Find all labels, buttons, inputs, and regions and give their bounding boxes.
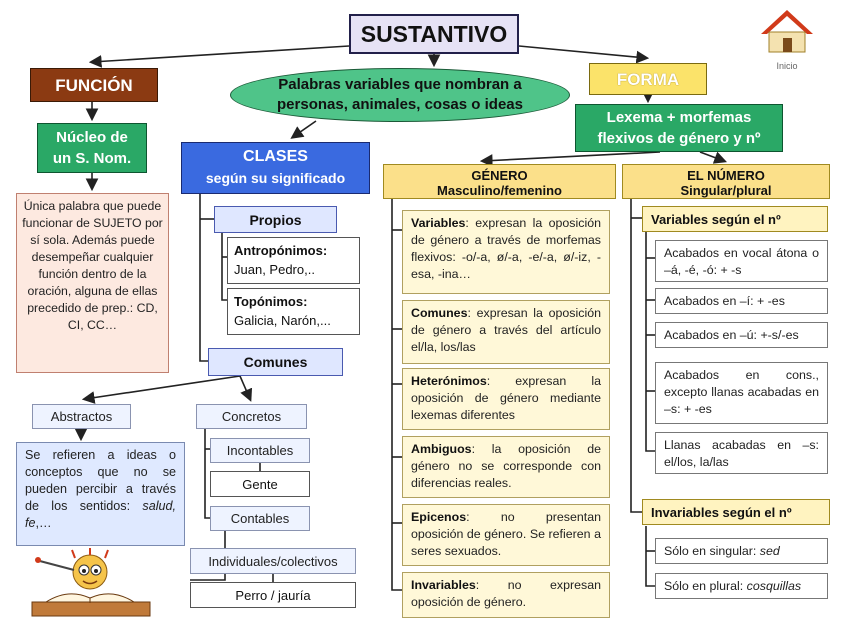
genero-title: GÉNERO [471,168,528,183]
numero-variables-heading: Variables según el nº [642,206,828,232]
abstractos-description: Se refieren a ideas o conceptos que no s… [16,442,185,546]
numero-rule-i: Acabados en –í: + -es [655,288,828,314]
house-icon [761,10,813,53]
genero-invariables-text: : no expresan oposición de género. [411,578,601,609]
numero-singular-example: sed [759,544,780,558]
clases-subtitle: según su significado [205,170,346,186]
definition-oval: Palabras variables que nombran a personas… [230,68,570,122]
lexema-box: Lexema + morfemas flexivos de género y nº [575,104,783,152]
forma-heading: FORMA [589,63,707,95]
numero-heading: EL NÚMERO Singular/plural [622,164,830,199]
abstractos-box: Abstractos [32,404,131,429]
toponimos-box: Topónimos: Galicia, Narón,... [227,288,360,335]
genero-epicenos-text: : no presentan oposición de género. Se r… [411,510,601,558]
abstractos-desc-text: Se refieren a ideas o conceptos que no s… [25,448,176,513]
nucleo-box: Núcleo de un S. Nom. [37,123,147,173]
clases-title: CLASES [243,148,308,165]
genero-subtitle: Masculino/femenino [437,183,562,198]
antroponimos-examples: Juan, Pedro,.. [234,262,315,277]
gente-box: Gente [210,471,310,497]
abstractos-desc-examples: salud, fe [25,499,176,530]
genero-epicenos-card: Epicenos: no presentan oposición de géne… [402,504,610,566]
home-label: Inicio [776,61,798,71]
genero-variables-text: : expresan la oposición de género a trav… [411,216,601,281]
genero-invariables-card: Invariables: no expresan oposición de gé… [402,572,610,618]
genero-heteronimos-text: : expresan la oposición de género median… [411,374,601,422]
genero-comunes-name: Comunes [411,306,468,320]
page-title: SUSTANTIVO [349,14,519,54]
genero-heteronimos-card: Heterónimos: expresan la oposición de gé… [402,368,610,430]
funcion-heading: FUNCIÓN [30,68,158,102]
numero-singular-box: Sólo en singular: sed [655,538,828,564]
lexema-line-1: Lexema + morfemas [606,109,752,126]
genero-variables-card: Variables: expresan la oposición de géne… [402,210,610,294]
numero-plural-box: Sólo en plural: cosquillas [655,573,828,599]
genero-ambiguos-card: Ambiguos: la oposición de género no se c… [402,436,610,498]
genero-epicenos-name: Epicenos [411,510,467,524]
incontables-box: Incontables [210,438,310,463]
lexema-line-2: flexivos de género y nº [597,130,761,147]
contables-box: Contables [210,506,310,531]
numero-rule-vocal: Acabados en vocal átona o –á, -é, -ó: + … [655,240,828,282]
numero-singular-text: Sólo en singular: [664,544,760,558]
genero-variables-name: Variables [411,216,466,230]
numero-rule-u: Acabados en –ú: +-s/-es [655,322,828,348]
definition-line-1: Palabras variables que nombran a [278,76,522,93]
propios-box: Propios [214,206,337,233]
abstractos-desc-ellipsis: ,… [35,516,52,530]
genero-heading: GÉNERO Masculino/femenino [383,164,616,199]
genero-comunes-card: Comunes: expresan la oposición de género… [402,300,610,364]
toponimos-examples: Galicia, Narón,... [234,313,331,328]
student-reading-illustration [31,548,151,617]
home-link[interactable]: Inicio [755,6,819,71]
comunes-box: Comunes [208,348,343,376]
clases-heading: CLASES según su significado [181,142,370,194]
individuales-box: Individuales/colectivos [190,548,356,574]
genero-ambiguos-name: Ambiguos [411,442,472,456]
genero-invariables-name: Invariables [411,578,476,592]
numero-rule-llanas: Llanas acabadas en –s: el/los, la/las [655,432,828,474]
definition-line-2: personas, animales, cosas o ideas [277,96,523,113]
funcion-description: Única palabra que puede funcionar de SUJ… [16,193,169,373]
concretos-box: Concretos [196,404,307,429]
perro-box: Perro / jauría [190,582,356,608]
numero-plural-text: Sólo en plural: [664,579,747,593]
antroponimos-box: Antropónimos: Juan, Pedro,.. [227,237,360,284]
nucleo-line-1: Núcleo de [56,129,128,146]
numero-invariables-heading: Invariables según el nº [642,499,830,525]
nucleo-line-2: un S. Nom. [52,150,132,167]
numero-subtitle: Singular/plural [680,183,772,198]
antroponimos-title: Antropónimos: [234,243,328,258]
genero-ambiguos-text: : la oposición de género no se correspon… [411,442,601,490]
toponimos-title: Topónimos: [234,294,308,309]
numero-rule-consonante: Acabados en cons., excepto llanas acabad… [655,362,828,424]
numero-plural-example: cosquillas [746,579,802,593]
numero-title: EL NÚMERO [687,168,765,183]
genero-comunes-text: : expresan la oposición de género a trav… [411,306,601,354]
genero-heteronimos-name: Heterónimos [411,374,487,388]
